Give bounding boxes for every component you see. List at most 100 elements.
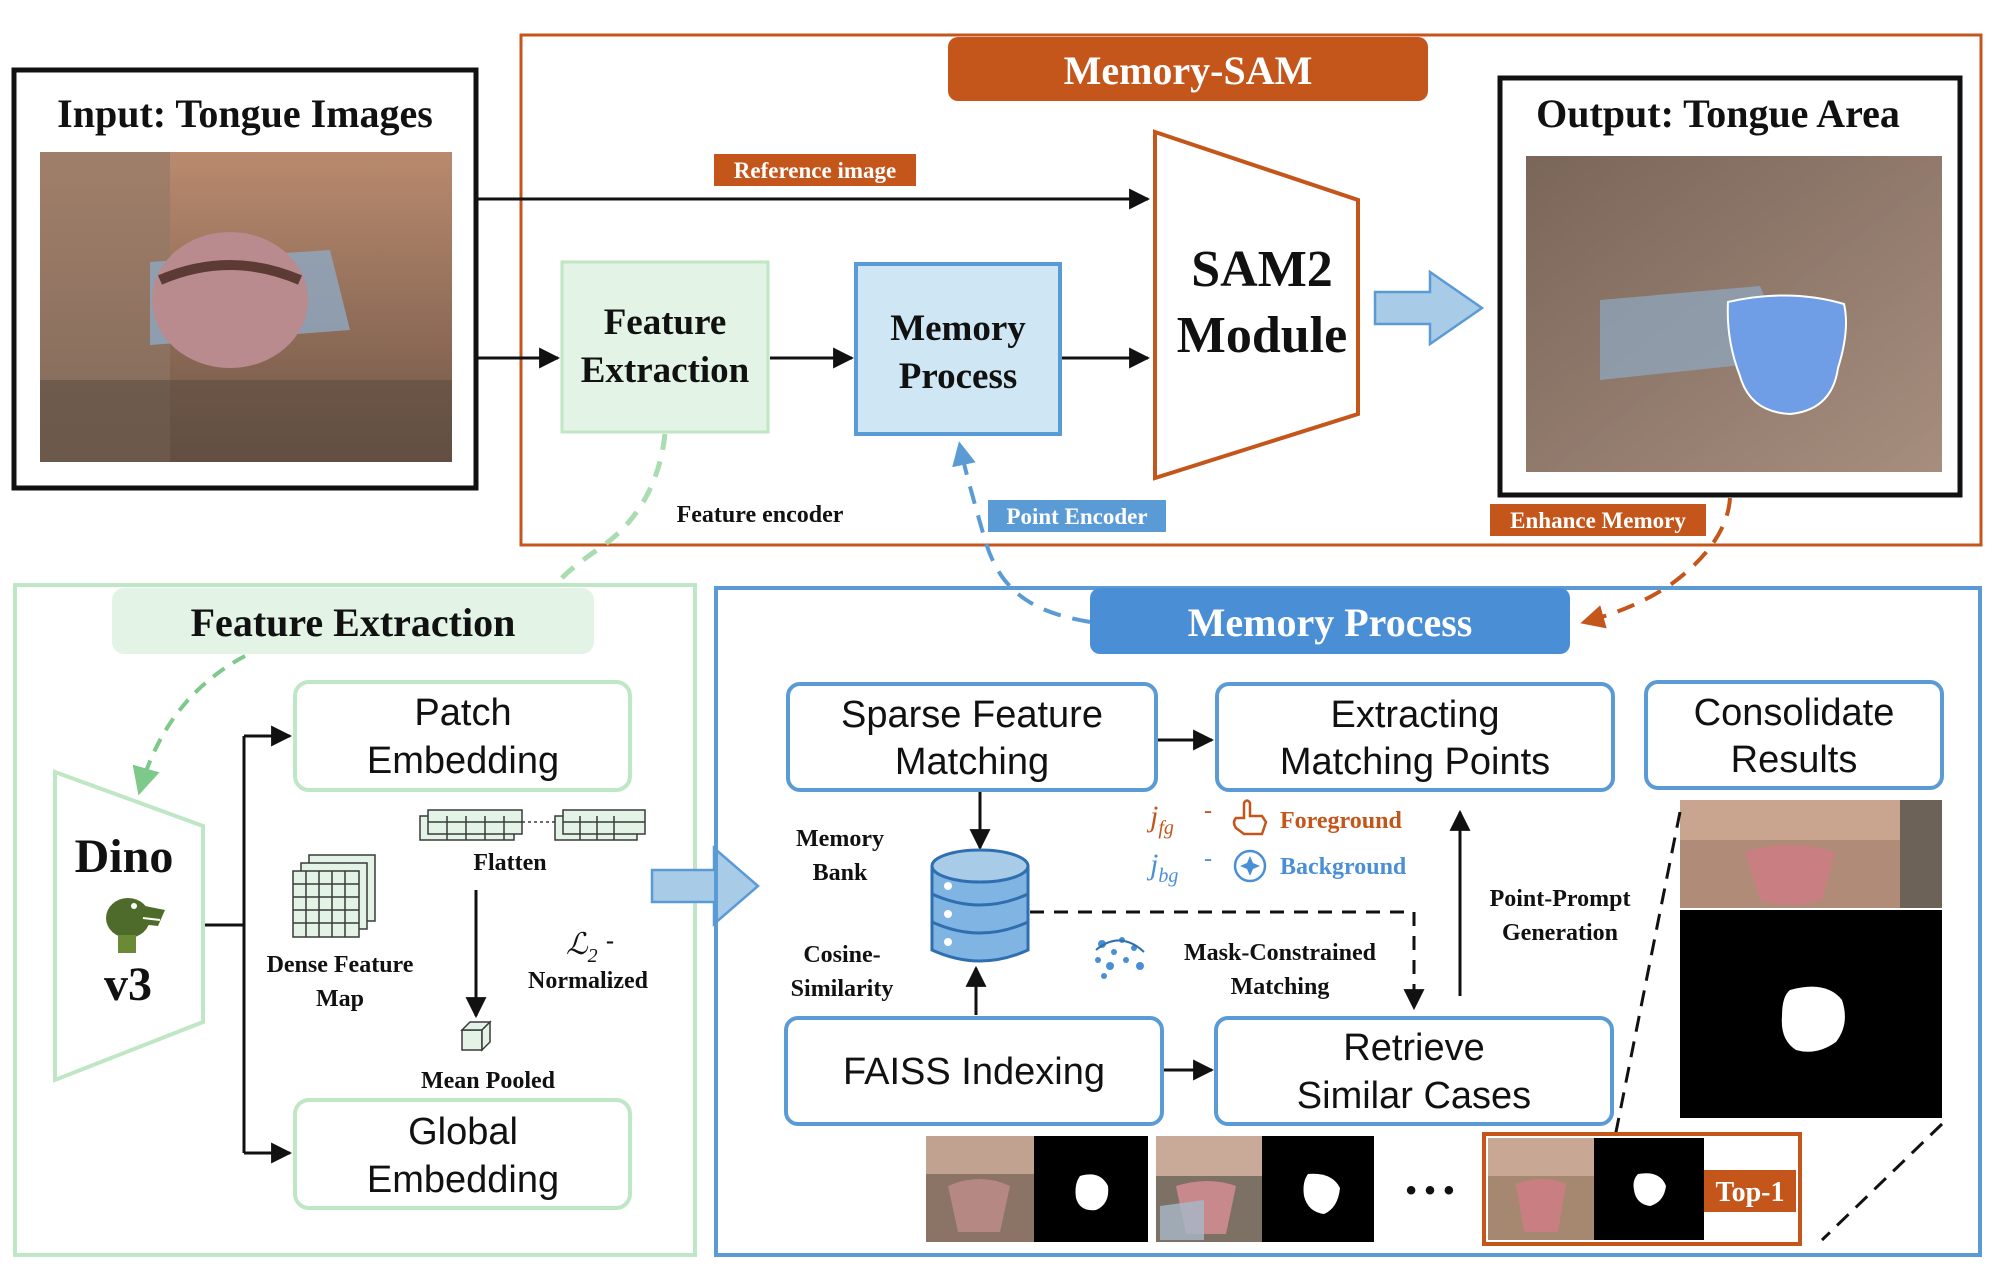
flatten-strip-icon xyxy=(419,809,646,841)
l2-symbol: ℒ2 xyxy=(566,928,598,967)
dinosaur-icon xyxy=(106,898,165,953)
faiss-indexing-box xyxy=(784,1016,1164,1126)
sparse-feature-matching-line2: Matching xyxy=(895,741,1049,783)
memory-process-title-badge xyxy=(1090,588,1570,654)
memory-bank-line2: Bank xyxy=(813,860,868,886)
feature-extraction-panel xyxy=(13,583,697,1257)
point-encoder-link xyxy=(952,441,1091,624)
feature-to-memory-big-arrow xyxy=(650,845,760,927)
ellipsis-label: • • • xyxy=(1406,1174,1454,1207)
feature-encoder-link xyxy=(553,433,668,587)
point-prompt-generation-line2: Generation xyxy=(1502,920,1618,946)
l2-letter: ℒ xyxy=(566,928,589,961)
j-fg-symbol: jfg xyxy=(1146,800,1174,839)
point-encoder-tag xyxy=(988,500,1166,532)
mask-constrained-matching-line1: Mask-Constrained xyxy=(1184,940,1377,966)
reference-image-tag xyxy=(714,154,916,186)
patch-embedding-line1: Patch xyxy=(414,692,511,734)
output-panel-title: Output: Tongue Area xyxy=(1536,91,1900,136)
sparse-feature-matching-line1: Sparse Feature xyxy=(841,694,1103,736)
mask-constrained-matching-line2: Matching xyxy=(1231,974,1330,1000)
v3-label: v3 xyxy=(104,958,152,1011)
feature-encoder-label: Feature encoder xyxy=(677,502,844,528)
extracting-matching-points-box xyxy=(1215,682,1615,792)
case-thumbnail-2 xyxy=(1156,1136,1262,1242)
global-embedding-line2: Embedding xyxy=(367,1159,559,1201)
sam2-module-shape xyxy=(1153,129,1360,481)
j-bg-subscript: bg xyxy=(1158,865,1178,887)
memory-process-box-line2: Process xyxy=(899,356,1018,397)
input-tongue-photo xyxy=(40,152,452,462)
feature-extraction-box xyxy=(560,260,770,434)
sparkle-icon xyxy=(1233,849,1267,883)
j-bg-letter: j xyxy=(1146,848,1158,881)
consolidate-results-box xyxy=(1644,680,1944,790)
feature-extraction-title-badge xyxy=(112,588,594,654)
sam2-module-line1: SAM2 xyxy=(1191,241,1333,298)
enhance-memory-label: Enhance Memory xyxy=(1510,508,1686,533)
enhance-memory-tag xyxy=(1490,504,1706,536)
l2-subscript: 2 xyxy=(588,945,598,967)
feature-extraction-box-line1: Feature xyxy=(604,302,727,343)
case-mask-2 xyxy=(1262,1136,1374,1242)
extracting-matching-points-line1: Extracting xyxy=(1331,694,1500,736)
l2-dash: - xyxy=(606,928,614,954)
j-fg-dash: - xyxy=(1204,798,1212,824)
dino-label: Dino xyxy=(75,830,174,883)
case-thumbnail-1 xyxy=(926,1136,1034,1242)
pointing-hand-icon xyxy=(1232,799,1268,836)
top1-label: Top-1 xyxy=(1715,1177,1784,1208)
top1-mask xyxy=(1594,1138,1704,1240)
reference-image-label: Reference image xyxy=(734,158,896,183)
scatter-points-icon xyxy=(1095,937,1145,979)
dense-feature-map-line2: Map xyxy=(316,986,364,1012)
top1-guide-lower xyxy=(1820,1122,1944,1242)
memory-process-panel-title: Memory Process xyxy=(1188,600,1473,645)
bank-to-retrieve-dashed xyxy=(1030,910,1425,1011)
flatten-label: Flatten xyxy=(473,850,546,876)
global-embedding-line1: Global xyxy=(408,1111,518,1153)
mean-pooled-label: Mean Pooled xyxy=(421,1068,556,1094)
extracting-matching-points-line2: Matching Points xyxy=(1280,741,1550,783)
retrieve-similar-cases-line1: Retrieve xyxy=(1343,1027,1485,1069)
memory-bank-line1: Memory xyxy=(796,826,884,852)
global-embedding-box xyxy=(293,1098,632,1210)
top1-frame xyxy=(1482,1132,1802,1246)
memory-sam-frame xyxy=(519,33,1983,547)
top1-tongue-photo xyxy=(1488,1138,1594,1240)
retrieve-similar-cases-box xyxy=(1214,1016,1614,1126)
retrieve-similar-cases-line2: Similar Cases xyxy=(1297,1075,1531,1117)
j-fg-subscript: fg xyxy=(1158,817,1174,839)
consolidated-mask xyxy=(1680,910,1942,1118)
dense-feature-map-icon xyxy=(292,854,376,938)
j-bg-symbol: jbg xyxy=(1146,848,1178,887)
database-icon xyxy=(930,848,1030,963)
consolidate-results-line2: Results xyxy=(1731,739,1858,781)
cosine-similarity-line2: Similarity xyxy=(791,976,894,1002)
dense-feature-map-line1: Dense Feature xyxy=(267,952,414,978)
point-prompt-generation-line1: Point-Prompt xyxy=(1490,886,1631,912)
input-panel-title: Input: Tongue Images xyxy=(57,91,433,136)
consolidated-tongue-photo xyxy=(1680,800,1942,908)
faiss-indexing-label: FAISS Indexing xyxy=(843,1051,1105,1093)
background-label: Background xyxy=(1280,854,1407,880)
top1-guide-upper xyxy=(1612,811,1682,1143)
patch-embedding-box xyxy=(293,680,632,792)
feature-extraction-panel-title: Feature Extraction xyxy=(191,600,516,645)
feature-extraction-box-line2: Extraction xyxy=(581,350,750,391)
foreground-label: Foreground xyxy=(1280,808,1402,834)
case-mask-1 xyxy=(1034,1136,1148,1242)
cosine-similarity-line1: Cosine- xyxy=(803,942,880,968)
title-to-dino-link xyxy=(132,654,246,796)
j-fg-letter: j xyxy=(1146,800,1158,833)
sam2-module-line2: Module xyxy=(1177,307,1347,364)
memory-process-box-line1: Memory xyxy=(890,308,1026,349)
top1-badge xyxy=(1704,1170,1796,1212)
patch-embedding-line2: Embedding xyxy=(367,740,559,782)
memory-sam-title-badge xyxy=(948,37,1428,101)
normalized-label: Normalized xyxy=(528,968,649,994)
memory-sam-title: Memory-SAM xyxy=(1064,48,1313,93)
j-bg-dash: - xyxy=(1204,846,1212,872)
memory-process-box xyxy=(854,262,1062,436)
